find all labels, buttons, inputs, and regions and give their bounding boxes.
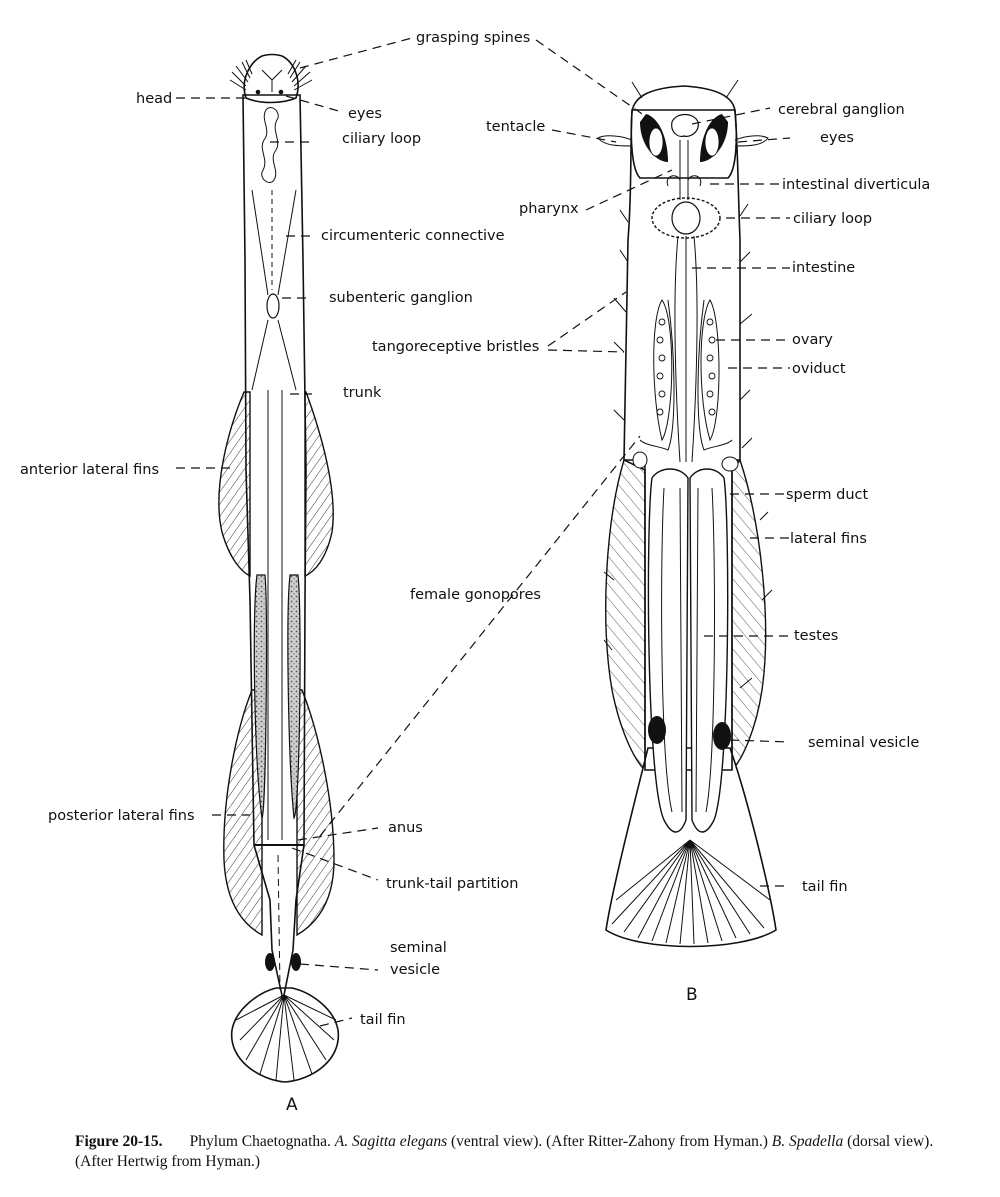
ovary-b-left [653,299,673,442]
body-outline-a [242,94,307,1001]
caption-b-letter: B. [771,1133,786,1150]
head-a [243,53,299,104]
ciliary-loop-b [651,197,721,239]
label-testes: testes [794,628,838,644]
specimen-a: grasping spines head eyes ciliary loop c… [20,30,641,1115]
cerebral-ganglion-b [671,113,699,137]
eye-a-left [255,89,261,95]
label-intestinal-diverticula: intestinal diverticula [782,177,930,193]
intestine-b [674,235,698,463]
label-cerebral-ganglion: cerebral ganglion [778,102,905,118]
caption-number: Figure 20-15. [75,1133,163,1150]
eye-a-right [278,89,284,95]
label-seminal-vesicle-b: seminal vesicle [808,735,919,751]
ciliary-loop-a [261,107,279,183]
label-eyes-b: eyes [820,130,854,146]
label-ciliary-loop-a: ciliary loop [342,131,421,147]
label-subenteric: subenteric ganglion [329,290,473,306]
seminal-vesicle-a-right [291,953,301,971]
label-circumenteric: circumenteric connective [321,228,505,244]
figure-caption: Figure 20-15. Phylum Chaetognatha. A. Sa… [75,1132,955,1172]
ovary-a-right [287,574,301,820]
label-lateral-fins: lateral fins [790,531,867,547]
label-tail-fin-b: tail fin [802,879,848,895]
seminal-vesicle-b-right [713,722,731,750]
label-female-gonopores: female gonopores [410,587,541,603]
caption-a-rest: (ventral view). (After Ritter-Zahony fro… [451,1133,768,1150]
head-b [630,85,738,179]
lateral-fin-b-right [731,459,767,772]
label-tangoreceptive: tangoreceptive bristles [372,339,539,355]
specimen-b: cerebral ganglion tentacle eyes intestin… [372,39,930,1005]
label-intestine: intestine [792,260,855,276]
label-eyes-a: eyes [348,106,382,122]
anterior-lateral-fin-left [218,391,251,578]
tangoreceptive-bristles-b [603,203,773,689]
leaders-a [176,37,641,1027]
label-tentacle: tentacle [486,119,545,135]
subfigure-label-a: A [286,1095,298,1115]
ovary-a-left [253,574,268,821]
label-tail-fin-a: tail fin [360,1012,406,1028]
tail-fin-a [231,987,340,1083]
label-seminal-a-2: vesicle [390,962,440,978]
seminal-vesicle-b-left [648,716,666,744]
label-posterior-fins: posterior lateral fins [48,808,195,824]
label-oviduct: oviduct [792,361,846,377]
anterior-lateral-fin-right [304,391,334,578]
label-grasping-spines: grasping spines [416,30,530,46]
label-ovary: ovary [792,332,833,348]
subfigure-label-b: B [686,985,698,1005]
label-sperm-duct: sperm duct [786,487,868,503]
intestinal-diverticula-b [666,175,702,187]
tentacle-b-left [597,135,633,147]
label-anus: anus [388,820,423,836]
caption-b-species: Spadella [789,1133,844,1150]
label-anterior-fins: anterior lateral fins [20,462,159,478]
label-ciliary-loop-b: ciliary loop [793,211,872,227]
ovary-b-right [700,299,720,442]
posterior-lateral-fin-right [296,689,335,937]
caption-a-letter: A. [334,1133,349,1150]
label-seminal-a-1: seminal [390,940,447,956]
tentacle-b-right [734,135,769,147]
seminal-vesicle-a-left [265,953,275,971]
lateral-fin-b-left [605,459,646,772]
label-partition: trunk-tail partition [386,876,518,892]
subenteric-ganglion-a [266,293,280,319]
grasping-spines-a [229,59,313,91]
caption-a-species: Sagitta elegans [351,1133,448,1150]
label-pharynx: pharynx [519,201,579,217]
label-trunk: trunk [343,385,382,401]
caption-phylum: Phylum Chaetognatha. [189,1133,331,1150]
caption-b-rest: (dorsal view). (After Hertwig from Hyman… [75,1133,934,1170]
oviduct-b-right [697,299,733,451]
oviduct-b-left [639,299,675,451]
body-outline-b [623,109,741,771]
leaders-b [535,39,791,887]
label-head-a: head [136,91,172,107]
